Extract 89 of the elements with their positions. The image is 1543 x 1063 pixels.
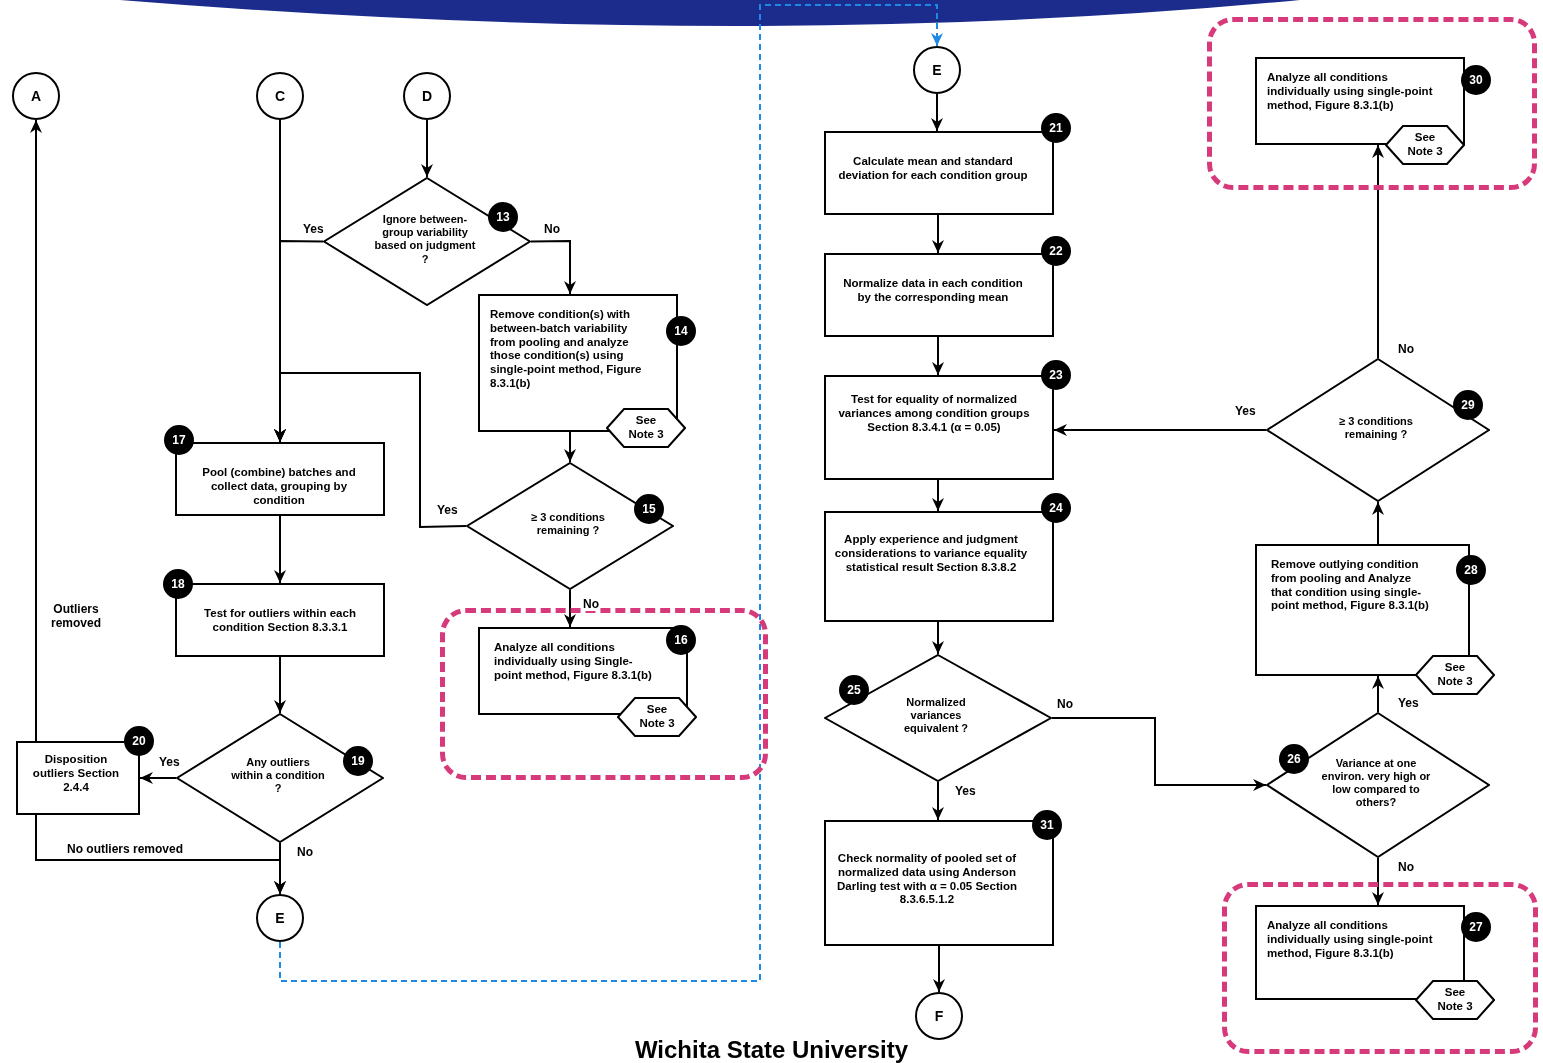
dashed-frame <box>1207 17 1537 190</box>
step-number-badge: 25 <box>839 675 869 705</box>
connector-circle <box>256 72 304 120</box>
connector-letter: C <box>274 87 286 105</box>
arrow <box>931 93 943 132</box>
dashed-frame <box>1222 882 1538 1054</box>
step-number-badge: 24 <box>1041 493 1071 523</box>
decision-diamond <box>466 462 674 590</box>
connector-circle <box>12 72 60 120</box>
arrow <box>932 479 944 512</box>
decision-diamond <box>1266 358 1490 502</box>
connector-letter: A <box>30 87 42 105</box>
note-hexagon: See Note 3 <box>1415 655 1495 695</box>
arrow <box>932 214 944 254</box>
note-hexagon: See Note 3 <box>1385 125 1465 165</box>
arrow <box>564 589 576 628</box>
connector-circle <box>913 46 961 94</box>
step-text: Pool (combine) batches and collect data, grouping by condition <box>201 466 357 508</box>
step-number-badge: 15 <box>634 494 664 524</box>
arrow <box>274 119 286 443</box>
step-number-badge: 28 <box>1456 555 1486 585</box>
edge-label: No <box>582 597 600 612</box>
step-text: Analyze all conditions individually using Single-point method, Figure 8.3.1(b) <box>494 641 652 683</box>
arrow <box>139 772 177 784</box>
arrow <box>932 336 944 376</box>
connector-circle <box>256 894 304 942</box>
step-text: Test for outliers within each condition Section 8.3.3.1 <box>203 607 357 635</box>
decision-text: ≥ 3 conditions remaining ? <box>1338 415 1414 442</box>
dashed-arrow <box>279 4 943 982</box>
note-hexagon: See Note 3 <box>617 697 697 737</box>
step-number-badge: 20 <box>124 726 154 756</box>
step-number-badge: 26 <box>1279 744 1309 774</box>
step-number-badge: 27 <box>1461 912 1491 942</box>
step-number-badge: 19 <box>343 746 373 776</box>
arrow <box>274 656 286 714</box>
arrow <box>1372 501 1384 545</box>
dashed-frame <box>440 608 768 780</box>
arrow <box>530 240 576 295</box>
note-hexagon: See Note 3 <box>1415 980 1495 1020</box>
note-hexagon: See Note 3 <box>606 408 686 448</box>
decision-diamond <box>824 654 1052 782</box>
decision-diamond <box>1266 712 1490 858</box>
step-number-badge: 22 <box>1041 236 1071 266</box>
step-text: Calculate mean and standard deviation for each condition group <box>837 155 1029 183</box>
step-number-badge: 29 <box>1453 390 1483 420</box>
arrow <box>932 781 944 821</box>
arrow <box>1372 144 1384 359</box>
step-text: Disposition outliers Section 2.4.4 <box>31 753 121 795</box>
arrow <box>35 814 286 895</box>
step-text: Analyze all conditions individually using single-point method, Figure 8.3.1(b) <box>1267 919 1433 961</box>
step-number-badge: 31 <box>1032 810 1062 840</box>
connector-circle <box>915 992 963 1040</box>
decision-text: Variance at one environ. very high or low compared to others? <box>1320 756 1432 810</box>
step-text: Remove condition(s) with between-batch variability from pooling and analyze those condition(s) using single-point method, Figure 8.3.1(b) <box>490 308 642 391</box>
arrow <box>30 119 42 742</box>
decision-text: ≥ 3 conditions remaining ? <box>530 511 606 538</box>
step-number-badge: 16 <box>666 625 696 655</box>
step-text: Check normality of pooled set of normalized data using Anderson Darling test with α = 0.05 Section 8.3.6.5.1.2 <box>836 852 1018 908</box>
footer-text: Wichita State University <box>633 1036 910 1063</box>
arrow <box>421 119 433 178</box>
step-number-badge: 30 <box>1461 65 1491 95</box>
arrow <box>933 945 945 993</box>
decision-diamond <box>323 177 531 306</box>
step-number-badge: 21 <box>1041 113 1071 143</box>
connector-letter: D <box>421 87 433 105</box>
arrow <box>564 431 576 463</box>
step-text: Remove outlying condition from pooling and Analyze that condition using single-point method, Figure 8.3.1(b) <box>1271 558 1430 614</box>
step-text: Normalize data in each condition by the corresponding mean <box>842 277 1024 305</box>
connector-letter: F <box>934 1007 944 1025</box>
step-number-badge: 18 <box>163 569 193 599</box>
step-text: Test for equality of normalized variances among condition groups Section 8.3.4.1 (α = 0.05) <box>838 393 1030 435</box>
step-text: Apply experience and judgment considerations to variance equality statistical result Section 8.3.8.2 <box>834 533 1028 575</box>
step-number-badge: 23 <box>1041 360 1071 390</box>
step-number-badge: 13 <box>488 202 518 232</box>
decision-text: Ignore between-group variability based on judgment ? <box>373 213 477 266</box>
step-text: Analyze all conditions individually using single-point method, Figure 8.3.1(b) <box>1267 71 1433 113</box>
step-number-badge: 14 <box>666 316 696 346</box>
connector-letter: E <box>275 909 285 927</box>
connector-circle <box>403 72 451 120</box>
arrow <box>1053 424 1267 436</box>
decision-text: Normalized variances equivalent ? <box>902 696 970 736</box>
arrow <box>1372 675 1384 713</box>
arrow <box>932 621 944 655</box>
arrow <box>1051 717 1267 791</box>
arrow <box>1372 857 1384 906</box>
connector-letter: E <box>932 61 942 79</box>
decision-text: Any outliers within a condition ? <box>230 756 326 796</box>
step-number-badge: 17 <box>164 425 194 455</box>
arrow <box>274 515 286 584</box>
